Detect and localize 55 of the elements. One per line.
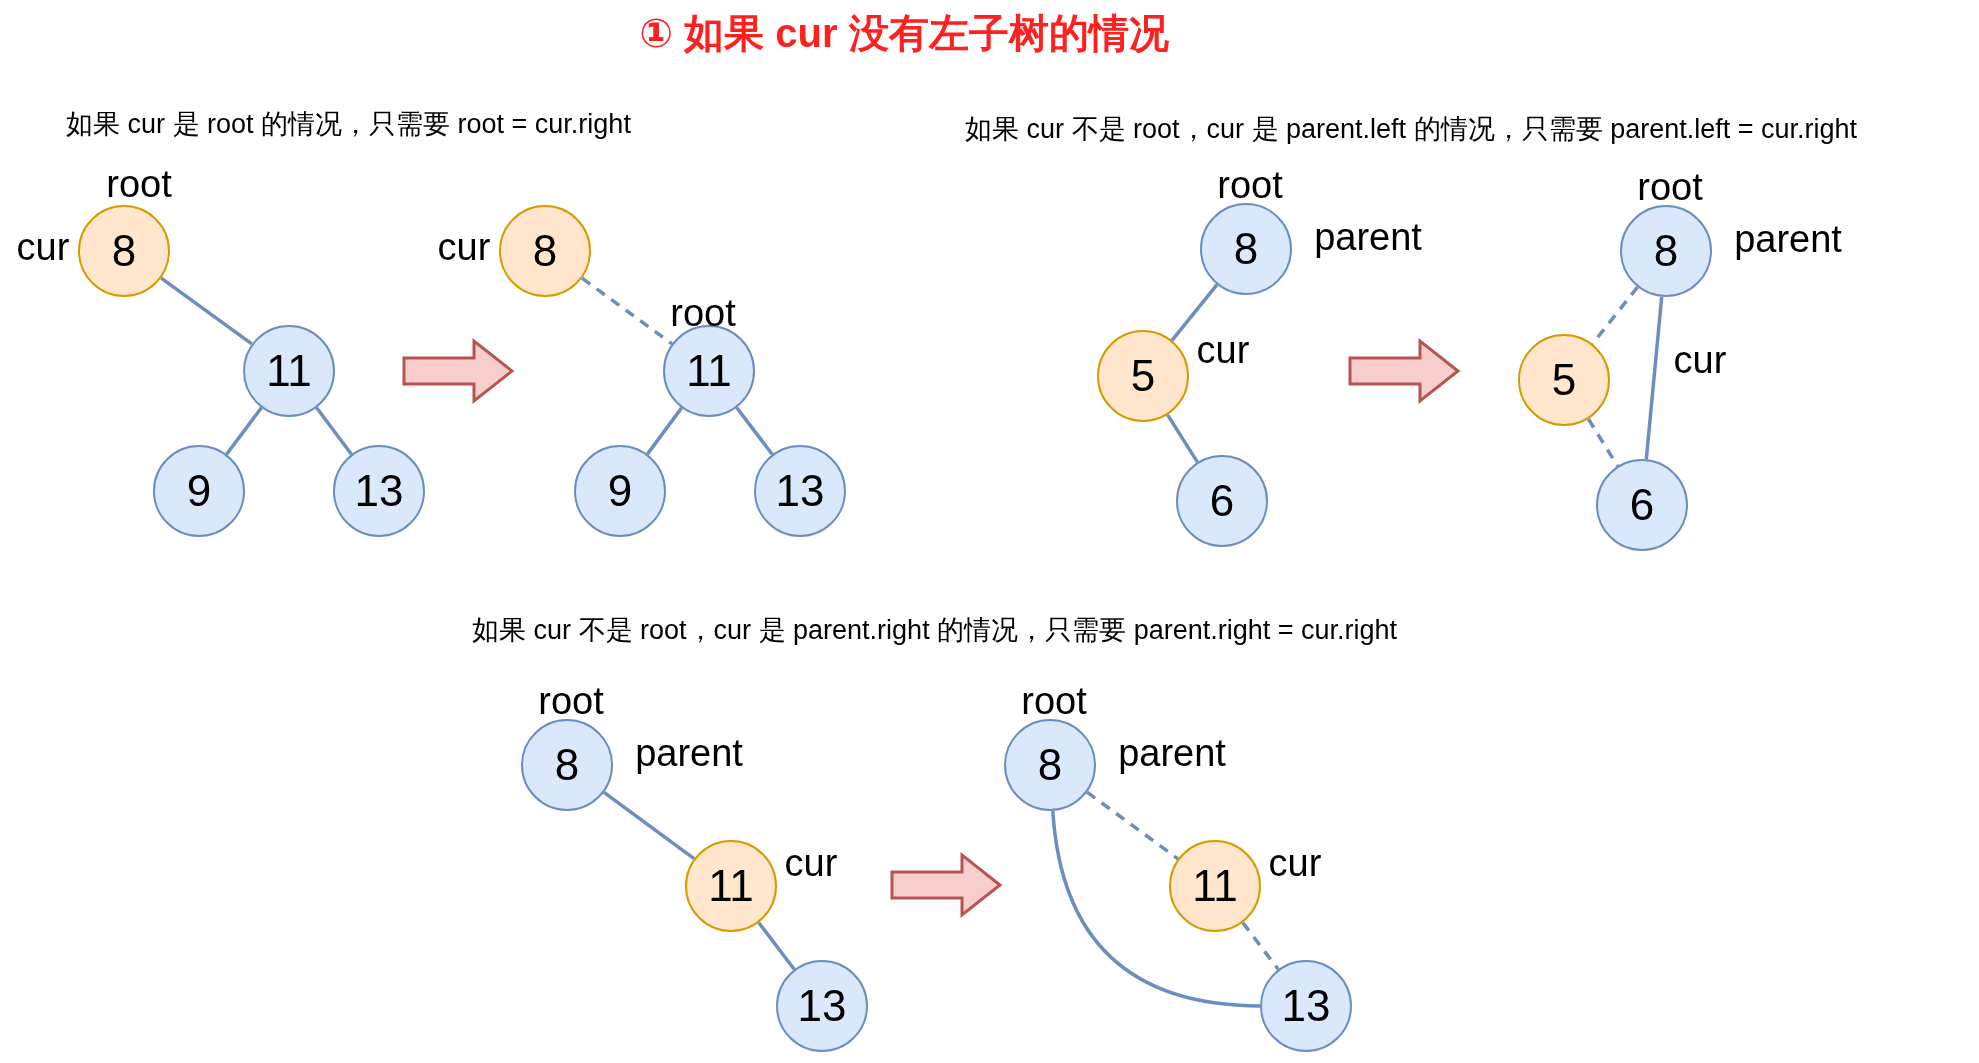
pointer-label: cur: [1268, 844, 1322, 882]
pointer-label: root: [1217, 166, 1283, 204]
tree-edge: [757, 921, 796, 971]
section-heading: 如果 cur 是 root 的情况，只需要 root = cur.right: [66, 108, 631, 141]
pointer-label: cur: [784, 844, 838, 882]
tree-edge: [646, 406, 683, 456]
node-value: 8: [1653, 229, 1679, 273]
tree-edge: [581, 276, 673, 346]
tree-edge: [1051, 810, 1261, 1008]
node-value: 11: [708, 864, 754, 908]
pointer-label: root: [1021, 682, 1087, 720]
pointer-label: parent: [1314, 218, 1422, 256]
node-value: 8: [554, 743, 580, 787]
node-value: 8: [111, 229, 137, 273]
node-value: 11: [686, 349, 732, 393]
pointer-label: parent: [635, 734, 743, 772]
pointer-label: cur: [437, 228, 491, 266]
title: ① 如果 cur 没有左子树的情况: [639, 10, 1169, 57]
tree-edge: [160, 276, 253, 346]
section-heading: 如果 cur 不是 root，cur 是 parent.right 的情况，只需要 parent.right = cur.right: [472, 614, 1398, 647]
tree-edge: [1644, 296, 1664, 460]
tree-edge: [315, 406, 353, 456]
pointer-label: cur: [1196, 331, 1250, 369]
node-value: 6: [1209, 479, 1235, 523]
tree-edge: [225, 406, 263, 456]
tree-edge: [1241, 921, 1280, 971]
tree-edge: [1086, 790, 1179, 861]
node-value: 13: [1281, 984, 1331, 1028]
node-value: 8: [532, 229, 558, 273]
pointer-label: cur: [16, 228, 70, 266]
tree-edge: [602, 790, 696, 861]
tree-edge: [1586, 418, 1620, 467]
pointer-label: cur: [1673, 341, 1727, 379]
pointer-label: parent: [1734, 220, 1842, 258]
node-value: 9: [186, 469, 212, 513]
tree-edge: [735, 406, 774, 456]
node-value: 13: [775, 469, 825, 513]
section-heading: 如果 cur 不是 root，cur 是 parent.left 的情况，只需要 parent.left = cur.right: [965, 113, 1857, 146]
pointer-label: root: [670, 294, 736, 332]
tree-edge: [1166, 413, 1199, 464]
tree-edge: [1170, 283, 1219, 342]
node-value: 11: [1192, 864, 1238, 908]
node-value: 5: [1551, 358, 1577, 402]
pointer-label: root: [1637, 168, 1703, 206]
node-value: 13: [354, 469, 404, 513]
pointer-label: root: [538, 682, 604, 720]
node-value: 6: [1629, 483, 1655, 527]
pointer-label: parent: [1118, 734, 1226, 772]
pointer-label: root: [106, 165, 172, 203]
node-value: 9: [607, 469, 633, 513]
node-value: 8: [1037, 743, 1063, 787]
node-value: 5: [1130, 354, 1156, 398]
node-value: 8: [1233, 227, 1259, 271]
node-value: 13: [797, 984, 847, 1028]
node-value: 11: [266, 349, 312, 393]
